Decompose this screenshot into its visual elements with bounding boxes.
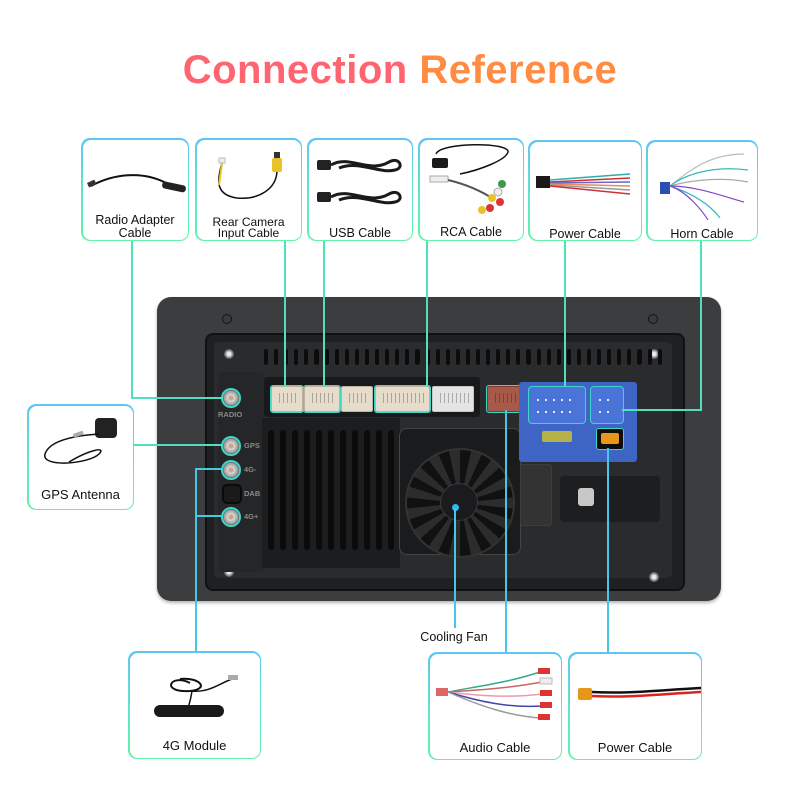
radio-adapter-cable-image bbox=[86, 173, 186, 192]
label: Audio Cable bbox=[459, 739, 531, 755]
leader-line bbox=[454, 508, 456, 628]
fuse bbox=[542, 431, 572, 442]
item-power-cable-xt[interactable]: Power Cable bbox=[568, 652, 702, 760]
leader-line bbox=[564, 240, 566, 387]
item-audio-cable[interactable]: Audio Cable bbox=[428, 652, 562, 760]
port-label-radio: RADIO bbox=[218, 410, 243, 419]
power-cable-image bbox=[535, 172, 630, 195]
rca-cable-image bbox=[429, 143, 509, 214]
audio-connector[interactable] bbox=[486, 385, 522, 413]
label: 4G Module bbox=[162, 737, 227, 753]
port-gps[interactable] bbox=[221, 436, 241, 456]
leader-line bbox=[131, 397, 223, 399]
leader-line bbox=[284, 240, 286, 387]
item-gps-antenna[interactable]: GPS Antenna bbox=[27, 404, 134, 510]
power-connector[interactable] bbox=[528, 386, 586, 424]
horn-connector[interactable] bbox=[590, 386, 624, 424]
leader-line bbox=[622, 409, 702, 411]
4g-module-image bbox=[153, 674, 238, 717]
radio-connector[interactable] bbox=[270, 385, 304, 413]
cooling-fan-label: Cooling Fan bbox=[420, 630, 488, 644]
xt-power-cable-image bbox=[577, 686, 701, 700]
item-horn-cable[interactable]: Horn Cable bbox=[646, 140, 758, 241]
label-line-2: Input Cable bbox=[217, 225, 280, 240]
page-title: Connection Reference bbox=[0, 48, 800, 93]
leader-line bbox=[426, 240, 428, 387]
leader-line bbox=[195, 468, 197, 651]
screw-icon bbox=[649, 349, 659, 359]
port-dab[interactable] bbox=[222, 484, 242, 504]
label-line-1: RCA Cable bbox=[440, 224, 502, 239]
port-4g-plus[interactable] bbox=[221, 507, 241, 527]
horn-cable-image bbox=[659, 152, 748, 220]
screw-icon bbox=[648, 314, 658, 324]
leader-line bbox=[131, 240, 133, 398]
item-usb-cable[interactable]: USB Cable bbox=[307, 138, 413, 241]
spare-connector[interactable] bbox=[432, 386, 474, 412]
leader-line bbox=[323, 240, 325, 387]
label-line-1: Horn Cable bbox=[670, 226, 734, 240]
camera-usb-connector[interactable] bbox=[303, 385, 341, 413]
usb-cable-image bbox=[316, 158, 402, 204]
audio-cable-image bbox=[435, 667, 552, 720]
fan-hub bbox=[440, 483, 478, 521]
item-4g-module[interactable]: 4G Module bbox=[128, 651, 261, 759]
fan-marker-dot bbox=[452, 504, 459, 511]
leader-line bbox=[505, 410, 507, 653]
top-vent bbox=[258, 346, 662, 368]
port-label-gps: GPS bbox=[244, 441, 260, 450]
screw-icon bbox=[222, 314, 232, 324]
port-label-4g-plus: 4G+ bbox=[244, 512, 259, 521]
leader-line bbox=[607, 448, 609, 653]
port-4g-minus[interactable] bbox=[221, 460, 241, 480]
optical-plug bbox=[578, 488, 594, 506]
leader-line bbox=[195, 515, 222, 517]
label-line-1: Power Cable bbox=[549, 226, 621, 240]
panel-cover bbox=[520, 464, 552, 526]
item-power-cable[interactable]: Power Cable bbox=[528, 140, 642, 241]
label: Power Cable bbox=[597, 739, 673, 755]
xt-power-connector[interactable] bbox=[596, 428, 624, 450]
port-label-dab: DAB bbox=[244, 489, 261, 498]
label: GPS Antenna bbox=[41, 486, 120, 502]
plug-recess bbox=[560, 476, 660, 522]
item-rear-camera-input-cable[interactable]: Rear Camera Input Cable bbox=[195, 138, 302, 241]
lower-vent bbox=[262, 418, 400, 568]
screw-icon bbox=[224, 567, 234, 577]
rca-connector[interactable] bbox=[374, 385, 431, 413]
title-part-1: Connection bbox=[182, 48, 408, 92]
label-line-1: USB Cable bbox=[329, 225, 391, 240]
gps-antenna-image bbox=[43, 417, 117, 464]
item-rca-cable[interactable]: RCA Cable bbox=[418, 138, 524, 241]
screw-icon bbox=[649, 572, 659, 582]
port-radio[interactable] bbox=[221, 388, 241, 408]
rear-camera-cable-image bbox=[217, 151, 282, 199]
port-label-4g-minus: 4G- bbox=[244, 465, 257, 474]
item-radio-adapter-cable[interactable]: Radio Adapter Cable bbox=[81, 138, 189, 241]
leader-line bbox=[195, 468, 222, 470]
leader-line bbox=[700, 240, 702, 410]
label-line-1: Rear Camera bbox=[212, 214, 285, 229]
leader-line bbox=[134, 444, 222, 446]
aux-connector[interactable] bbox=[341, 386, 373, 412]
label-line-2: Cable bbox=[118, 225, 152, 240]
title-part-2: Reference bbox=[419, 48, 618, 92]
screw-icon bbox=[224, 349, 234, 359]
label-line-1: Radio Adapter bbox=[95, 212, 175, 227]
